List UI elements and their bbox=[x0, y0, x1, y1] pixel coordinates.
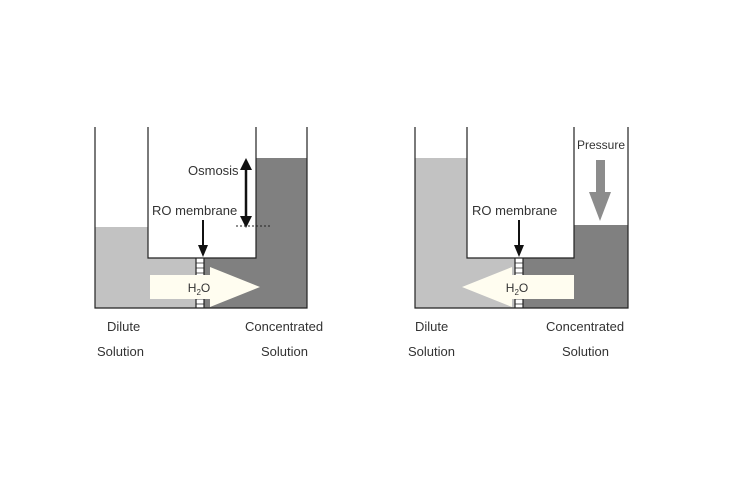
ro-membrane-label: RO membrane bbox=[472, 203, 557, 218]
left-arrow-icon bbox=[462, 267, 574, 307]
dilute-label: Dilute bbox=[415, 319, 448, 334]
concentrated-solution-label: Solution bbox=[562, 344, 609, 359]
ro-membrane-label: RO membrane bbox=[152, 203, 237, 218]
concentrated-label: Concentrated bbox=[245, 319, 323, 334]
dilute-label: Dilute bbox=[107, 319, 140, 334]
down-arrow-icon bbox=[198, 220, 208, 257]
vessel-outline bbox=[414, 127, 629, 309]
reverse-osmosis-panel: H2O Pressure RO membrane Dilute Solution… bbox=[408, 127, 629, 359]
concentrated-solution-fill bbox=[204, 158, 307, 308]
right-arrow-icon bbox=[150, 267, 260, 307]
dilute-solution-label: Solution bbox=[408, 344, 455, 359]
concentrated-label: Concentrated bbox=[546, 319, 624, 334]
pressure-label: Pressure bbox=[577, 138, 625, 152]
double-headed-arrow-icon bbox=[236, 158, 270, 228]
osmosis-label: Osmosis bbox=[188, 163, 239, 178]
dilute-solution-label: Solution bbox=[97, 344, 144, 359]
down-arrow-icon bbox=[514, 220, 524, 257]
water-flow-label: H2O bbox=[188, 281, 210, 297]
water-flow-label: H2O bbox=[506, 281, 528, 297]
dilute-solution-fill bbox=[415, 158, 515, 308]
concentrated-solution-label: Solution bbox=[261, 344, 308, 359]
pressure-arrow-icon bbox=[589, 160, 611, 221]
osmosis-panel: H2O Osmosis RO membrane Dilute Solution … bbox=[94, 127, 323, 359]
